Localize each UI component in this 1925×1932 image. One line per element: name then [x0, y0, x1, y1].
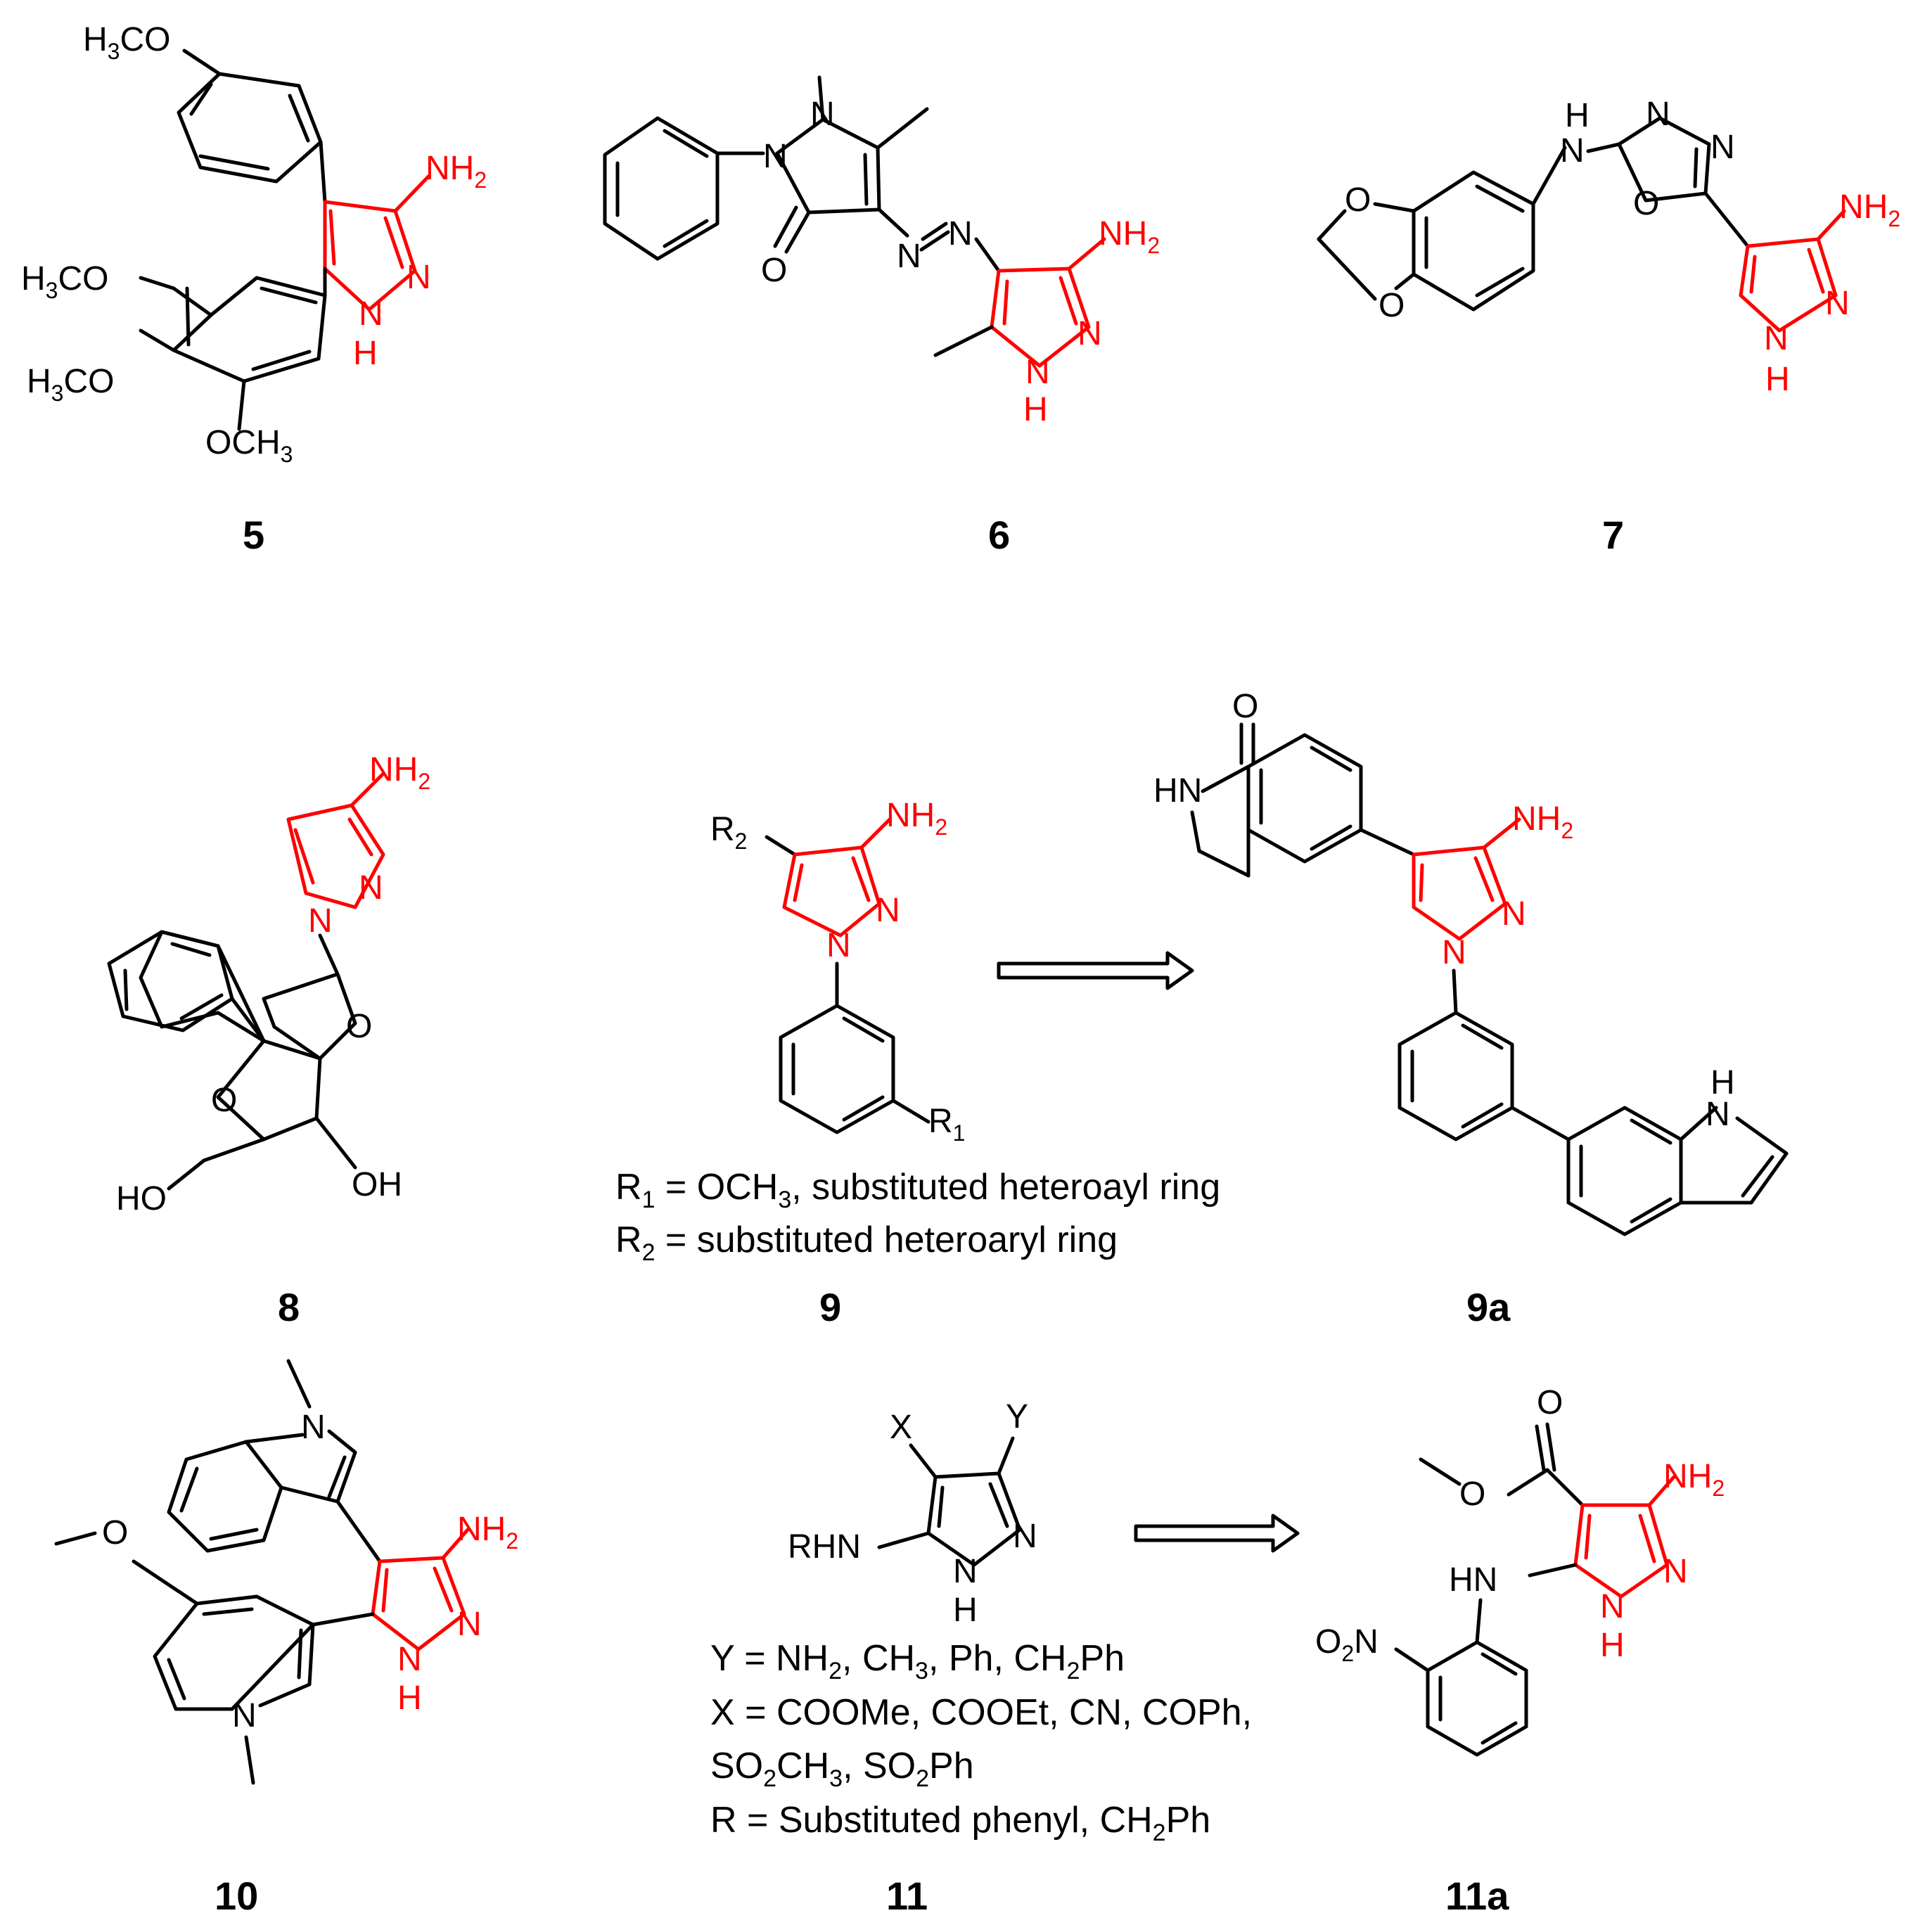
svg-text:NH2: NH2	[1512, 800, 1573, 843]
compound-9: R2 NH2 N N R1 R1 = OCH3, substituted het…	[615, 797, 1220, 1329]
svg-text:O: O	[346, 1008, 372, 1045]
svg-text:O: O	[1379, 287, 1405, 324]
compound-label: 9a	[1466, 1285, 1511, 1329]
compound-5: H3CO H3CO H3CO OCH3 NH2 N N H 5	[21, 21, 487, 557]
svg-text:NH2: NH2	[457, 1511, 518, 1554]
svg-text:N: N	[301, 1409, 326, 1446]
svg-text:R1 = OCH3, substituted heteroa: R1 = OCH3, substituted heteroayl ring	[615, 1167, 1220, 1213]
svg-text:N: N	[397, 1641, 422, 1678]
svg-text:N: N	[953, 1553, 978, 1590]
svg-text:N: N	[1560, 132, 1585, 169]
svg-text:HN: HN	[1153, 772, 1202, 810]
svg-text:N: N	[359, 869, 383, 907]
svg-text:R = Substituted phenyl, CH2Ph: R = Substituted phenyl, CH2Ph	[710, 1800, 1210, 1846]
svg-text:O: O	[1345, 181, 1371, 219]
arrow-9-to-9a	[997, 951, 1194, 990]
svg-text:N: N	[1077, 315, 1102, 352]
compound-6: O N N N N NH2 N N H 6	[603, 75, 1160, 557]
svg-text:O: O	[102, 1514, 128, 1552]
compound-label: 9	[819, 1285, 841, 1329]
svg-text:O: O	[761, 252, 787, 289]
svg-text:R2 = substituted heteroaryl ri: R2 = substituted heteroaryl ring	[615, 1220, 1118, 1266]
svg-text:O: O	[1537, 1384, 1563, 1421]
compound-11: X Y N N H RHN Y = NH2, CH3, Ph, CH2Ph X …	[710, 1398, 1252, 1918]
compound-label: 11	[886, 1874, 928, 1918]
compound-label: 5	[243, 513, 264, 557]
compound-10: N NH2 N N H N O 10	[54, 1359, 518, 1918]
svg-text:N: N	[1502, 895, 1526, 933]
svg-text:O: O	[1633, 185, 1659, 222]
svg-text:HN: HN	[1449, 1561, 1497, 1599]
compound-label: 6	[988, 513, 1010, 557]
svg-text:H: H	[1023, 391, 1048, 428]
compound-label: 8	[278, 1285, 300, 1329]
compound-label: 7	[1602, 513, 1624, 557]
svg-text:N: N	[1764, 320, 1789, 357]
svg-text:X: X	[890, 1409, 912, 1446]
svg-text:R2: R2	[710, 811, 747, 854]
svg-text:N: N	[1013, 1518, 1037, 1555]
svg-text:NH2: NH2	[369, 751, 430, 794]
svg-text:R1: R1	[928, 1103, 965, 1146]
svg-text:NH2: NH2	[886, 797, 947, 840]
svg-text:SO2CH3, SO2Ph: SO2CH3, SO2Ph	[710, 1746, 974, 1792]
svg-text:H3CO: H3CO	[27, 363, 114, 406]
svg-text:N: N	[1025, 354, 1050, 391]
svg-text:N: N	[359, 295, 383, 333]
svg-text:H: H	[397, 1680, 422, 1717]
svg-text:X = COOMe, COOEt, CN, COPh,: X = COOMe, COOEt, CN, COPh,	[710, 1692, 1252, 1733]
svg-text:RHN: RHN	[788, 1528, 861, 1566]
svg-text:N: N	[1442, 934, 1466, 971]
svg-text:N: N	[810, 96, 835, 133]
compound-label: 10	[215, 1874, 258, 1918]
svg-text:N: N	[897, 238, 921, 275]
svg-text:OH: OH	[352, 1166, 402, 1203]
compound-label: 11a	[1445, 1874, 1509, 1918]
svg-text:Y: Y	[1006, 1398, 1028, 1435]
svg-text:N: N	[826, 927, 851, 964]
svg-text:N: N	[763, 138, 788, 175]
svg-text:H3CO: H3CO	[83, 21, 170, 64]
svg-text:O: O	[1232, 688, 1258, 725]
arrow-11-to-11a	[1134, 1514, 1300, 1553]
svg-text:NH2: NH2	[1099, 215, 1160, 258]
svg-text:N: N	[407, 259, 431, 296]
compound-9a: O HN NH2 N N H N 9a	[1153, 688, 1789, 1329]
svg-text:NH2: NH2	[1839, 188, 1900, 231]
svg-text:N: N	[308, 902, 333, 940]
compound-11a: O O NH2 N N H HN O2N 11a	[1315, 1384, 1725, 1918]
svg-text:H: H	[953, 1592, 978, 1629]
svg-text:H: H	[1710, 1064, 1735, 1101]
svg-text:H: H	[353, 335, 378, 372]
svg-text:O2N: O2N	[1315, 1623, 1379, 1666]
svg-text:O: O	[1459, 1476, 1485, 1513]
svg-text:N: N	[1663, 1553, 1688, 1590]
svg-text:HO: HO	[116, 1180, 167, 1217]
svg-text:H: H	[1765, 361, 1790, 398]
svg-text:H: H	[1600, 1627, 1625, 1664]
svg-text:H: H	[1565, 97, 1590, 134]
compound-7: O O H N N N O NH2 N N H 7	[1317, 96, 1900, 557]
svg-text:H3CO: H3CO	[21, 260, 108, 303]
svg-text:N: N	[1706, 1096, 1730, 1133]
svg-text:O: O	[211, 1082, 237, 1119]
svg-text:Y = NH2, CH3, Ph, CH2Ph: Y = NH2, CH3, Ph, CH2Ph	[710, 1638, 1125, 1684]
svg-text:N: N	[1600, 1588, 1625, 1625]
svg-text:N: N	[457, 1606, 482, 1643]
svg-text:N: N	[1825, 285, 1850, 322]
svg-text:OCH3: OCH3	[205, 424, 293, 467]
svg-text:N: N	[1646, 96, 1670, 133]
svg-text:NH2: NH2	[426, 150, 487, 193]
svg-text:N: N	[876, 892, 900, 929]
compound-8: NH2 N N O O OH HO 8	[107, 751, 430, 1329]
svg-text:N: N	[232, 1697, 257, 1734]
svg-text:N: N	[1710, 129, 1735, 166]
svg-text:N: N	[948, 215, 973, 252]
svg-text:NH2: NH2	[1663, 1458, 1725, 1501]
